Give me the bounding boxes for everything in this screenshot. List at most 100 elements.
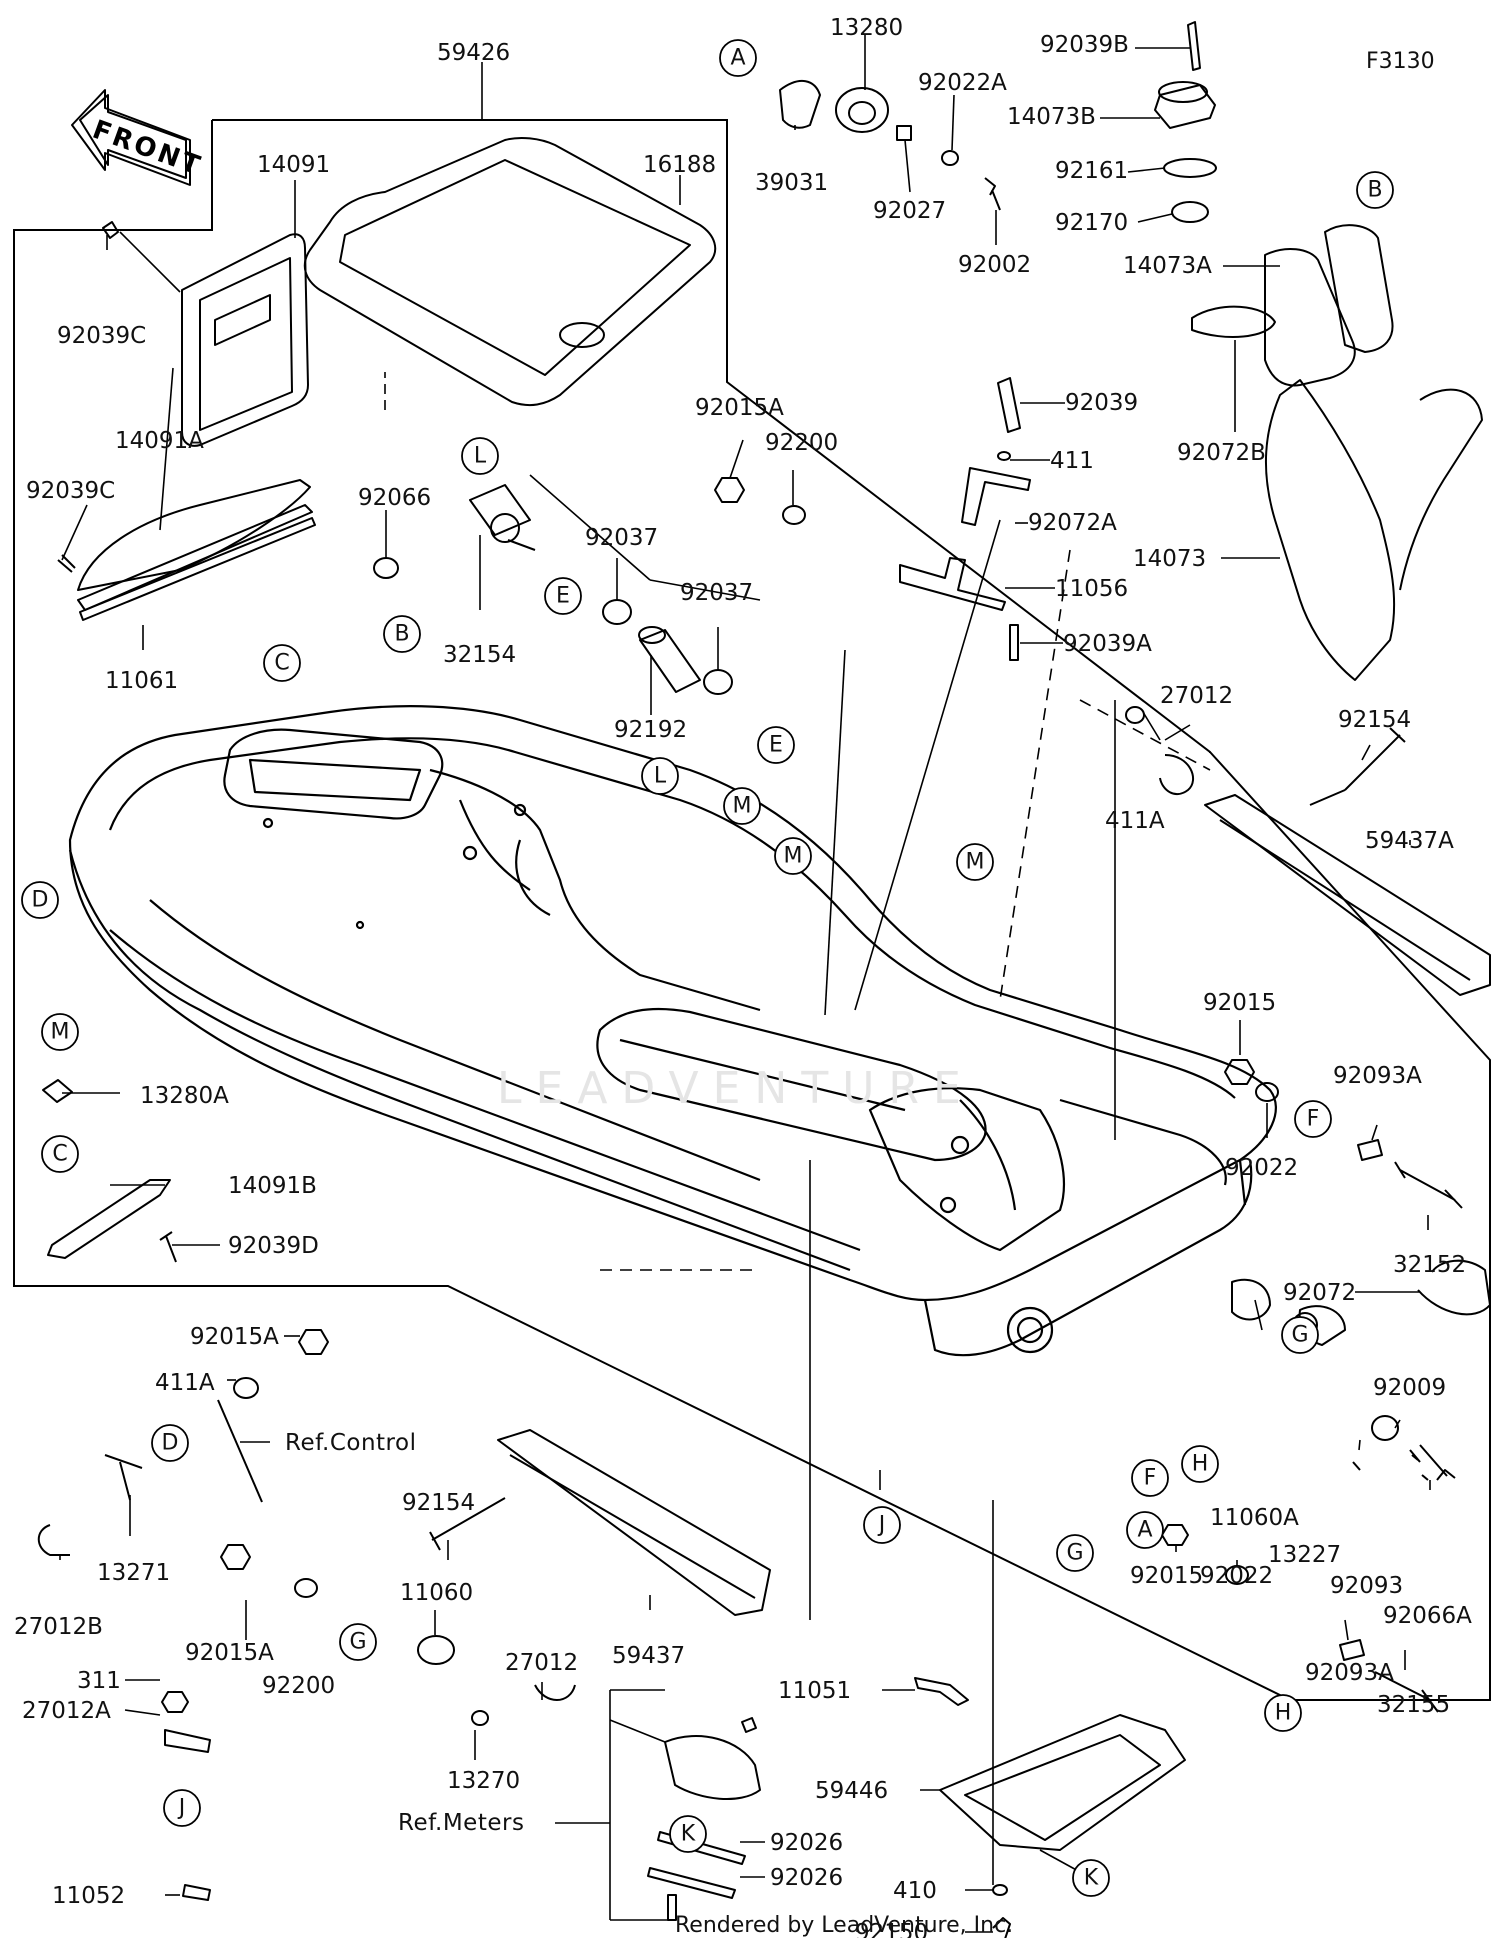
part-14073b: 14073B (1007, 104, 1096, 130)
part-16188: 16188 (643, 152, 716, 178)
render-credit: Rendered by LeadVenture, Inc. (675, 1913, 1013, 1938)
part-11061: 11061 (105, 668, 178, 694)
callout-k-meters: K (681, 1822, 696, 1847)
part-92093a-a: 92093A (1333, 1063, 1422, 1089)
callout-l-top: L (474, 444, 487, 469)
callout-h-hull: H (1192, 1452, 1209, 1477)
part-92039b: 92039B (1040, 32, 1129, 58)
part-92039d: 92039D (228, 1233, 319, 1259)
part-92015a-c: 92015A (185, 1640, 274, 1666)
part-92022-b: 92022 (1200, 1563, 1273, 1589)
part-drawings (37, 21, 1491, 1938)
part-92154-b: 92154 (402, 1490, 475, 1516)
part-39031: 39031 (755, 170, 828, 196)
part-92161: 92161 (1055, 158, 1128, 184)
part-14091b: 14091B (228, 1173, 317, 1199)
part-13270: 13270 (447, 1768, 520, 1794)
part-labels: 59426 16188 14091 92039C 14091A 92039C 1… (14, 15, 1472, 1938)
part-14073a: 14073A (1123, 253, 1212, 279)
part-59446: 59446 (815, 1778, 888, 1804)
callout-d-hull: D (32, 888, 49, 913)
figure-code: F3130 (1366, 49, 1435, 74)
callout-letters: A B B C C D D E E F F G G G H H J J K K … (32, 46, 1383, 1891)
part-32152: 32152 (1393, 1252, 1466, 1278)
part-92072: 92072 (1283, 1280, 1356, 1306)
callout-b-right: B (1367, 178, 1382, 203)
callout-g-left: G (349, 1630, 366, 1655)
callout-g-hull: G (1066, 1541, 1083, 1566)
part-92026-b: 92026 (770, 1865, 843, 1891)
callout-d-left: D (162, 1431, 179, 1456)
part-411a-b: 411A (155, 1370, 215, 1396)
part-92072b: 92072B (1177, 440, 1266, 466)
part-92039a: 92039A (1063, 631, 1152, 657)
callout-l-hull: L (654, 764, 667, 789)
leader-lines (59, 35, 1431, 1933)
part-59426: 59426 (437, 40, 510, 66)
callout-a-hull: A (1137, 1518, 1152, 1543)
part-14073: 14073 (1133, 546, 1206, 572)
callout-k-bottom: K (1084, 1866, 1099, 1891)
part-11060a: 11060A (1210, 1505, 1299, 1531)
part-92192: 92192 (614, 717, 687, 743)
part-27012a: 27012A (22, 1698, 111, 1724)
part-92170: 92170 (1055, 210, 1128, 236)
callout-m-hull3: M (966, 850, 985, 875)
hull-drawing (68, 705, 1277, 1357)
part-92072a: 92072A (1028, 510, 1117, 536)
part-92022-a: 92022 (1225, 1155, 1298, 1181)
part-32155: 32155 (1377, 1692, 1450, 1718)
part-410: 410 (893, 1878, 937, 1904)
callout-a-top: A (730, 46, 745, 71)
part-92015-b: 92015 (1130, 1563, 1203, 1589)
part-11052: 11052 (52, 1883, 125, 1909)
part-92026-a: 92026 (770, 1830, 843, 1856)
callout-c-left: C (52, 1142, 67, 1167)
ref-meters: Ref.Meters (398, 1810, 524, 1836)
part-311: 311 (77, 1668, 121, 1694)
callout-e-top: E (556, 584, 570, 609)
part-92002: 92002 (958, 252, 1031, 278)
part-14091a: 14091A (115, 428, 204, 454)
part-411a-a: 411A (1105, 808, 1165, 834)
callout-f-hull: F (1144, 1466, 1157, 1491)
part-13280a: 13280A (140, 1083, 229, 1109)
part-27012b: 27012B (14, 1614, 103, 1640)
part-92066a: 92066A (1383, 1603, 1472, 1629)
part-92154-a: 92154 (1338, 707, 1411, 733)
callout-j-left: J (177, 1796, 186, 1821)
part-92037-b: 92037 (680, 580, 753, 606)
frame-lines (13, 119, 1491, 1701)
part-92039c-a: 92039C (57, 323, 146, 349)
part-411-a: 411 (1050, 448, 1094, 474)
callout-f-right: F (1307, 1107, 1320, 1132)
part-11060: 11060 (400, 1580, 473, 1606)
part-92039: 92039 (1065, 390, 1138, 416)
part-92009: 92009 (1373, 1375, 1446, 1401)
part-92093a-b: 92093A (1305, 1660, 1394, 1686)
part-92027: 92027 (873, 198, 946, 224)
callout-c-top: C (274, 651, 289, 676)
part-92015-a: 92015 (1203, 990, 1276, 1016)
part-11051: 11051 (778, 1678, 851, 1704)
part-13271: 13271 (97, 1560, 170, 1586)
part-92015a-b: 92015A (190, 1324, 279, 1350)
callout-e-hull: E (769, 733, 783, 758)
callout-m-left: M (51, 1020, 70, 1045)
watermark: LEADVENTURE (497, 1063, 975, 1114)
part-27012-a: 27012 (1160, 683, 1233, 709)
part-92200-b: 92200 (262, 1673, 335, 1699)
part-27012-b: 27012 (505, 1650, 578, 1676)
part-13280: 13280 (830, 15, 903, 41)
callout-m-hull2: M (784, 844, 803, 869)
part-13227: 13227 (1268, 1542, 1341, 1568)
callout-m-hull1: M (733, 794, 752, 819)
callout-j-hull: J (877, 1513, 886, 1538)
callout-circles (21, 39, 1394, 1897)
part-11056: 11056 (1055, 576, 1128, 602)
part-59437: 59437 (612, 1643, 685, 1669)
callout-b-hull: B (394, 622, 409, 647)
part-92093: 92093 (1330, 1573, 1403, 1599)
part-59437a: 59437A (1365, 828, 1454, 854)
